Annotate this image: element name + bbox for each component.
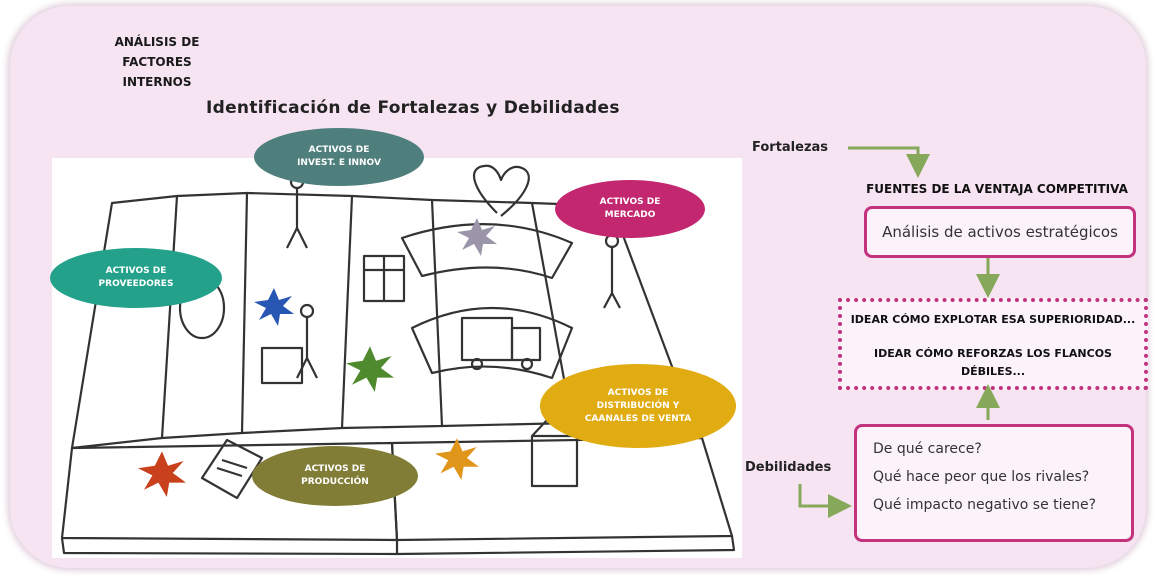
board-edge-right [396, 535, 736, 556]
idea-line-3: DÉBILES... [960, 365, 1026, 378]
truck-cab [510, 326, 542, 362]
board-panel-left [70, 194, 179, 450]
paper-sheet [200, 438, 264, 500]
truck-wheel-2 [520, 357, 534, 371]
idea-line-2: IDEAR CÓMO REFORZAS LOS FLANCOS [874, 347, 1112, 360]
splat-red [138, 451, 186, 497]
gift-ribbon [364, 256, 404, 301]
figure-right [603, 248, 621, 309]
splat-gray [457, 218, 497, 256]
board-center-middle [410, 306, 574, 380]
bubble-mercado: ACTIVOS DE MERCADO [555, 180, 705, 238]
main-title: Identificación de Fortalezas y Debilidad… [206, 98, 620, 118]
question-2: Qué hace peor que los rivales? [873, 469, 1090, 485]
truck-wheel-1 [470, 357, 484, 371]
fortalezas-label: Fortalezas [752, 140, 829, 155]
analisis-box: Análisis de activos estratégicos [864, 206, 1136, 258]
figure-top [286, 188, 308, 249]
board-panel-right [431, 198, 574, 428]
splat-blue [254, 288, 294, 326]
splat-orange [435, 438, 479, 480]
heart-shape [473, 164, 530, 217]
ventaja-title: FUENTES DE LA VENTAJA COMPETITIVA [866, 182, 1128, 196]
board-panel-center-left [241, 191, 354, 435]
board-panel-center [341, 194, 444, 430]
truck-body [460, 316, 514, 362]
bubble-distribucion: ACTIVOS DE DISTRIBUCIÓN Y CAANALES DE VE… [540, 364, 736, 448]
questions-box: De qué carece? Qué hace peor que los riv… [854, 424, 1134, 542]
figure-middle [296, 318, 318, 379]
idea-line-1: IDEAR CÓMO EXPLOTAR ESA SUPERIORIDAD... [850, 313, 1136, 326]
question-3: Qué impacto negativo se tiene? [873, 497, 1097, 513]
section-title-line1: ANÁLISIS DE FACTORES [114, 35, 200, 69]
analisis-text: Análisis de activos estratégicos [882, 223, 1118, 241]
worker-box [260, 346, 304, 385]
board-center-top [400, 223, 574, 280]
figure-middle-head [299, 303, 315, 319]
section-title: ANÁLISIS DE FACTORES INTERNOS [82, 32, 232, 92]
paint-splats [138, 218, 497, 497]
splat-green [346, 346, 394, 392]
debilidades-label: Debilidades [745, 460, 832, 475]
bubble-proveedores: ACTIVOS DE PROVEEDORES [50, 248, 222, 308]
register-shape [530, 434, 579, 488]
board-edge-left [60, 537, 399, 556]
section-title-line2: INTERNOS [122, 75, 192, 89]
board-panel-left2 [161, 191, 249, 440]
ideas-box: IDEAR CÓMO EXPLOTAR ESA SUPERIORIDAD... … [838, 298, 1148, 390]
paper-lines [216, 458, 248, 478]
question-1: De qué carece? [873, 441, 982, 457]
bubble-invest: ACTIVOS DE INVEST. E INNOV [254, 128, 424, 186]
bubble-produccion: ACTIVOS DE PRODUCCIÓN [252, 446, 418, 506]
